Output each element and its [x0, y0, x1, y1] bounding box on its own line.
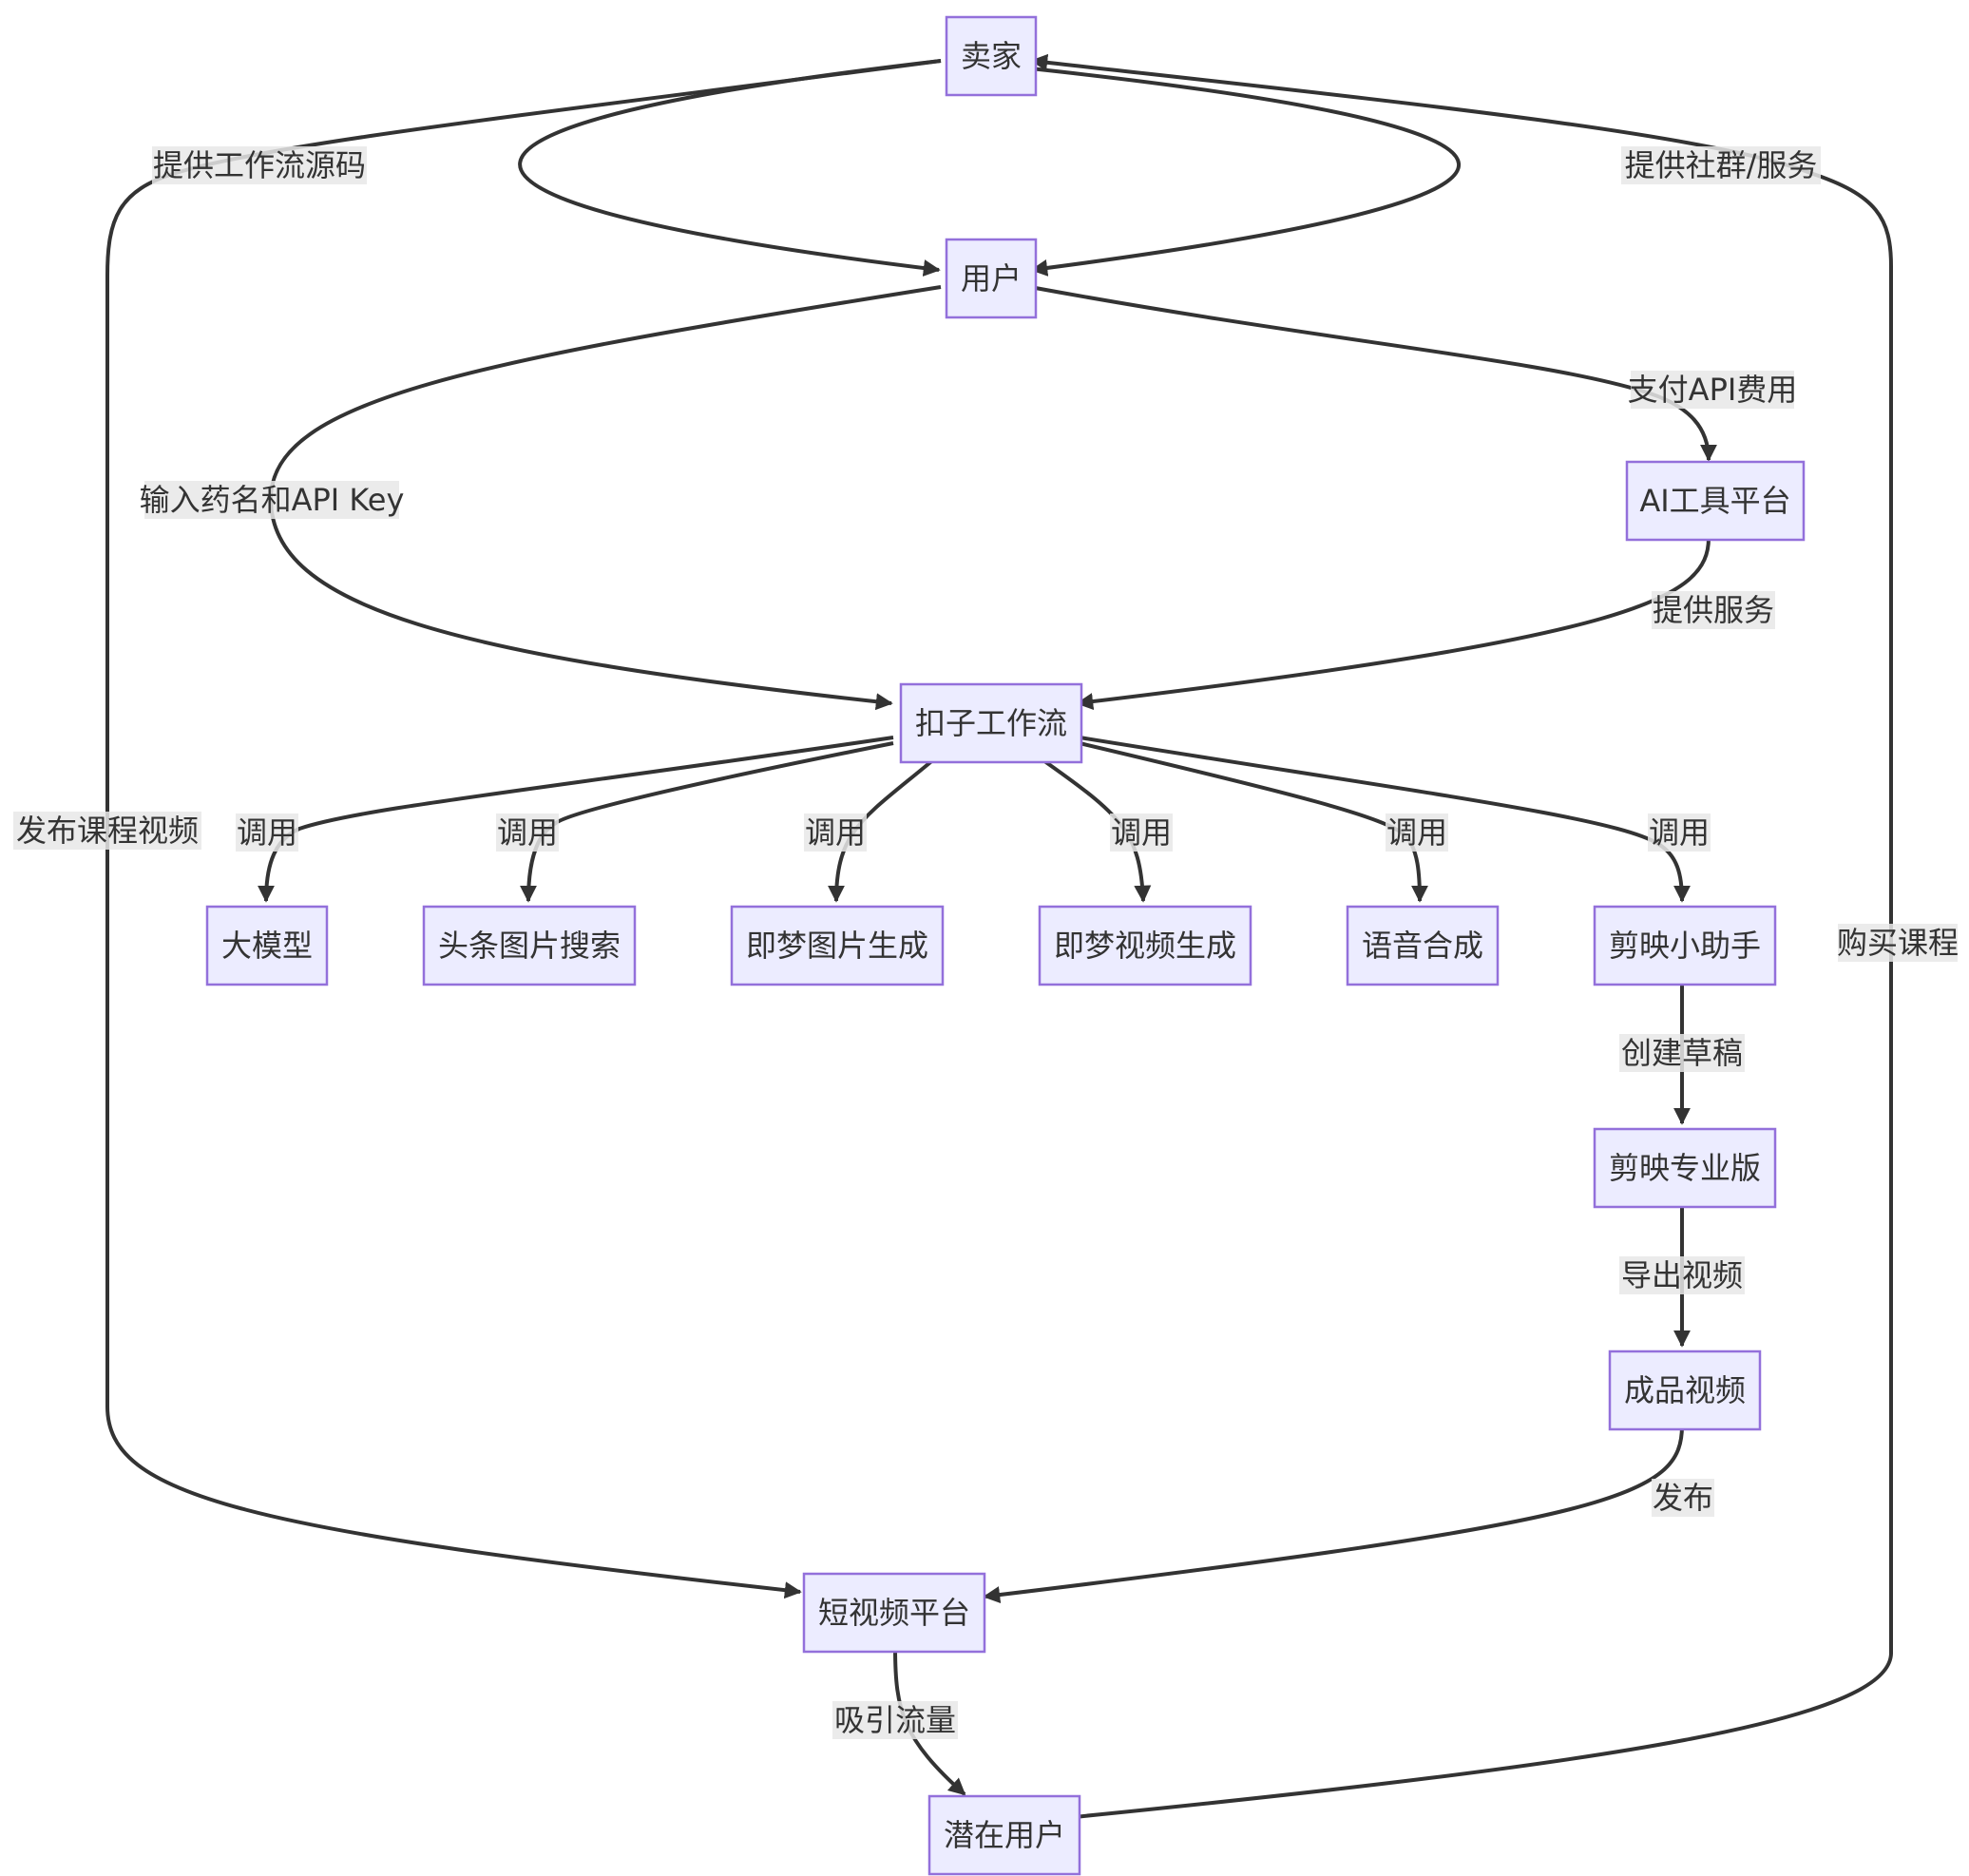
- svg-text:潜在用户: 潜在用户: [944, 1817, 1065, 1853]
- node-llm[interactable]: 大模型: [205, 905, 329, 986]
- edge-user-to-ai-platform: [1029, 285, 1717, 462]
- svg-text:创建草稿: 创建草稿: [1621, 1035, 1743, 1071]
- node-tts[interactable]: 语音合成: [1346, 905, 1500, 986]
- svg-text:剪映专业版: 剪映专业版: [1609, 1150, 1761, 1186]
- svg-text:大模型: 大模型: [221, 928, 313, 964]
- edge-label-attract-traffic: 吸引流量: [832, 1701, 958, 1739]
- edge-ai-platform-to-coze-workflow: [1076, 537, 1711, 711]
- edge-label-input-key: 输入药名和API Key: [140, 481, 405, 519]
- node-final-video[interactable]: 成品视频: [1608, 1350, 1762, 1431]
- svg-text:吸引流量: 吸引流量: [834, 1702, 956, 1738]
- edge-label-publish: 发布: [1652, 1479, 1714, 1517]
- node-ai-platform[interactable]: AI工具平台: [1625, 460, 1806, 542]
- svg-text:提供工作流源码: 提供工作流源码: [153, 147, 366, 183]
- edge-labels: 提供工作流源码 提供社群/服务 发布课程视频 购买课程 输入药名和API Key…: [13, 146, 1959, 1739]
- svg-text:导出视频: 导出视频: [1621, 1257, 1743, 1293]
- svg-text:调用: 调用: [805, 814, 866, 851]
- svg-text:即梦视频生成: 即梦视频生成: [1054, 928, 1236, 964]
- edge-label-invoke-jianying: 调用: [1648, 814, 1711, 852]
- svg-text:支付API费用: 支付API费用: [1628, 372, 1798, 408]
- node-toutiao-search[interactable]: 头条图片搜索: [422, 905, 637, 986]
- node-potential-user[interactable]: 潜在用户: [927, 1794, 1081, 1876]
- svg-text:即梦图片生成: 即梦图片生成: [746, 928, 928, 964]
- edge-label-export-video: 导出视频: [1619, 1256, 1745, 1294]
- edge-potential-user-to-seller: [1030, 53, 1893, 1819]
- edge-label-invoke-toutiao: 调用: [496, 814, 559, 852]
- edge-label-provide-service: 提供服务: [1652, 591, 1775, 629]
- svg-text:购买课程: 购买课程: [1837, 925, 1959, 961]
- node-jianying-pro[interactable]: 剪映专业版: [1593, 1127, 1777, 1209]
- edge-label-buy-course: 购买课程: [1837, 924, 1959, 962]
- svg-text:调用: 调用: [1386, 814, 1447, 851]
- edge-seller-to-user-right: [1029, 67, 1461, 277]
- svg-text:扣子工作流: 扣子工作流: [915, 705, 1067, 741]
- svg-text:头条图片搜索: 头条图片搜索: [438, 928, 621, 964]
- svg-text:调用: 调用: [497, 814, 558, 851]
- svg-text:剪映小助手: 剪映小助手: [1609, 928, 1761, 964]
- svg-text:调用: 调用: [237, 814, 297, 851]
- svg-text:输入药名和API Key: 输入药名和API Key: [140, 482, 405, 518]
- edge-label-provide-community: 提供社群/服务: [1621, 146, 1821, 184]
- svg-text:AI工具平台: AI工具平台: [1639, 483, 1790, 519]
- svg-text:发布: 发布: [1653, 1480, 1713, 1516]
- edge-label-invoke-tts: 调用: [1386, 814, 1448, 852]
- svg-text:短视频平台: 短视频平台: [818, 1595, 970, 1631]
- svg-text:卖家: 卖家: [961, 38, 1022, 74]
- edge-label-invoke-jimeng-image: 调用: [804, 814, 867, 852]
- edge-final-video-to-short-video-platform: [983, 1425, 1684, 1603]
- node-jianying-helper[interactable]: 剪映小助手: [1593, 905, 1777, 986]
- node-seller[interactable]: 卖家: [945, 15, 1038, 97]
- svg-text:提供服务: 提供服务: [1653, 592, 1774, 628]
- edge-label-publish-course: 发布课程视频: [13, 812, 201, 850]
- edge-label-invoke-llm: 调用: [236, 814, 298, 852]
- svg-text:调用: 调用: [1649, 814, 1710, 851]
- edge-label-pay-api: 支付API费用: [1628, 371, 1798, 409]
- svg-text:调用: 调用: [1111, 814, 1172, 851]
- svg-text:成品视频: 成品视频: [1624, 1372, 1746, 1408]
- edge-coze-to-toutiao: [520, 741, 894, 903]
- edge-coze-to-jianying-helper: [1079, 736, 1691, 903]
- node-jimeng-image[interactable]: 即梦图片生成: [730, 905, 945, 986]
- svg-text:语音合成: 语音合成: [1362, 928, 1483, 964]
- node-short-video-platform[interactable]: 短视频平台: [802, 1572, 986, 1654]
- svg-text:用户: 用户: [961, 260, 1022, 297]
- node-user[interactable]: 用户: [945, 238, 1038, 319]
- svg-text:提供社群/服务: 提供社群/服务: [1625, 147, 1818, 183]
- edge-seller-to-short-video-platform: [105, 59, 942, 1599]
- edge-label-invoke-jimeng-video: 调用: [1110, 814, 1173, 852]
- edge-seller-to-user-left: [518, 59, 942, 277]
- nodes: 卖家 用户 AI工具平台 扣子工作流 大模型 头条图片搜索 即梦图片生成 即梦: [205, 15, 1806, 1876]
- node-jimeng-video[interactable]: 即梦视频生成: [1038, 905, 1252, 986]
- svg-text:发布课程视频: 发布课程视频: [16, 813, 199, 849]
- node-coze-workflow[interactable]: 扣子工作流: [899, 682, 1083, 764]
- edge-label-provide-source: 提供工作流源码: [152, 146, 367, 184]
- edge-coze-to-tts: [1079, 741, 1428, 903]
- edge-label-create-draft: 创建草稿: [1619, 1034, 1745, 1072]
- edge-coze-to-llm: [258, 736, 894, 903]
